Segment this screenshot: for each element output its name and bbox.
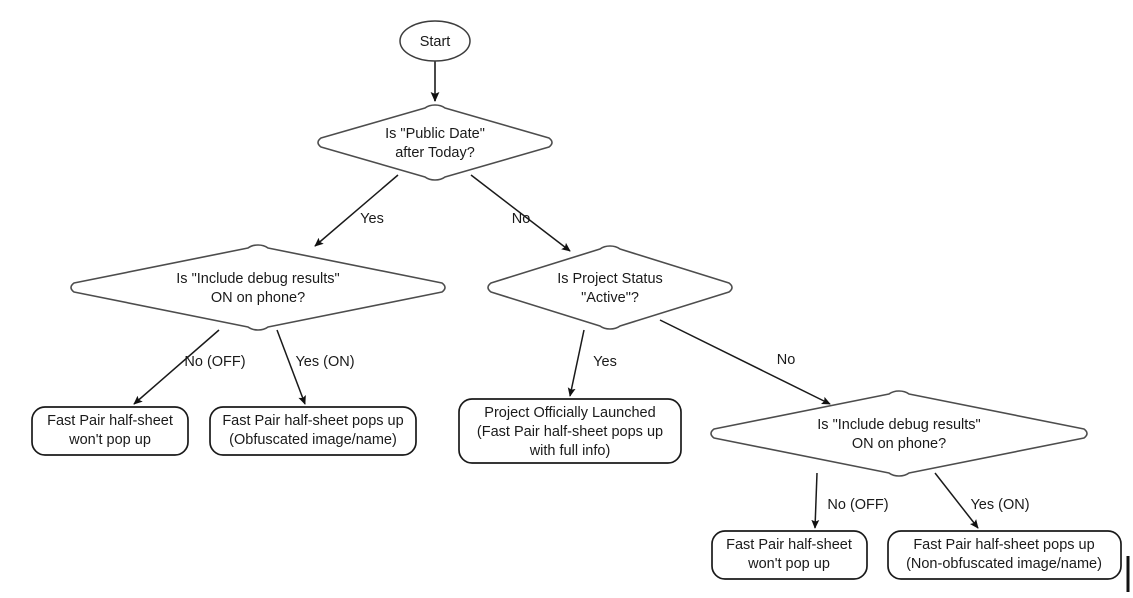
- node-outcome-right-off[interactable]: Fast Pair half-sheet won't pop up: [711, 530, 868, 580]
- node-decision-debug-right[interactable]: Is "Include debug results" ON on phone?: [710, 390, 1088, 477]
- outcome-left-on-line-2: (Obfuscated image/name): [229, 432, 397, 448]
- start-ellipse: [399, 20, 471, 62]
- edge-label-debug-right-yes: Yes (ON): [970, 497, 1029, 513]
- edge-label-debug-left-yes: Yes (ON): [295, 354, 354, 370]
- public-date-line-1: Is "Public Date": [385, 126, 485, 142]
- edge-debug-left-no: [133, 329, 220, 405]
- debug-right-line-1: Is "Include debug results": [817, 417, 980, 433]
- node-outcome-left-on[interactable]: Fast Pair half-sheet pops up (Obfuscated…: [209, 406, 417, 456]
- outcome-left-on-line-1: Fast Pair half-sheet pops up: [222, 413, 403, 429]
- outcome-launched-line-2: (Fast Pair half-sheet pops up: [477, 424, 663, 440]
- edge-public-date-no: [470, 174, 571, 252]
- edge-label-public-date-no: No: [512, 211, 531, 227]
- outcome-launched-line-1: Project Officially Launched: [484, 405, 655, 421]
- node-decision-public-date[interactable]: Is "Public Date" after Today?: [317, 104, 553, 181]
- edge-label-public-date-yes: Yes: [360, 211, 384, 227]
- debug-right-line-2: ON on phone?: [852, 436, 946, 452]
- outcome-right-on-box: [887, 530, 1122, 580]
- node-outcome-launched[interactable]: Project Officially Launched (Fast Pair h…: [458, 398, 682, 464]
- edge-status-yes: [567, 329, 585, 397]
- edges-layer: [133, 61, 1130, 592]
- edge-labels-layer: Yes No No (OFF) Yes (ON) Yes No No (OFF)…: [184, 211, 1029, 513]
- outcome-left-off-line-2: won't pop up: [68, 432, 151, 448]
- public-date-diamond: [317, 104, 553, 181]
- node-outcome-right-on[interactable]: Fast Pair half-sheet pops up (Non-obfusc…: [887, 530, 1122, 580]
- public-date-line-2: after Today?: [395, 145, 475, 161]
- outcome-left-off-box: [31, 406, 189, 456]
- edge-label-status-no: No: [777, 352, 796, 368]
- debug-right-diamond: [710, 390, 1088, 477]
- debug-left-diamond: [70, 244, 446, 331]
- project-status-diamond: [487, 245, 733, 330]
- node-decision-debug-left[interactable]: Is "Include debug results" ON on phone?: [70, 244, 446, 331]
- edge-status-no: [659, 319, 831, 405]
- node-decision-project-status[interactable]: Is Project Status "Active"?: [487, 245, 733, 330]
- outcome-left-on-box: [209, 406, 417, 456]
- edge-label-debug-right-no: No (OFF): [827, 497, 888, 513]
- node-outcome-left-off[interactable]: Fast Pair half-sheet won't pop up: [31, 406, 189, 456]
- node-start[interactable]: Start: [399, 20, 471, 62]
- edge-label-status-yes: Yes: [593, 354, 617, 370]
- outcome-right-off-line-1: Fast Pair half-sheet: [726, 537, 852, 553]
- edge-debug-right-yes: [934, 472, 979, 529]
- outcome-right-off-line-2: won't pop up: [747, 556, 830, 572]
- edge-label-debug-left-no: No (OFF): [184, 354, 245, 370]
- edge-debug-right-no: [811, 472, 820, 529]
- outcome-right-off-box: [711, 530, 868, 580]
- outcome-left-off-line-1: Fast Pair half-sheet: [47, 413, 173, 429]
- start-label: Start: [420, 34, 451, 50]
- outcome-launched-line-3: with full info): [529, 443, 611, 459]
- outcome-launched-box: [458, 398, 682, 464]
- outcome-right-on-line-2: (Non-obfuscated image/name): [906, 556, 1102, 572]
- debug-left-line-1: Is "Include debug results": [176, 271, 339, 287]
- outcome-right-on-line-1: Fast Pair half-sheet pops up: [913, 537, 1094, 553]
- edge-debug-left-yes: [276, 329, 306, 405]
- project-status-line-2: "Active"?: [581, 290, 639, 306]
- edge-public-date-yes: [314, 174, 399, 247]
- project-status-line-1: Is Project Status: [557, 271, 663, 287]
- debug-left-line-2: ON on phone?: [211, 290, 305, 306]
